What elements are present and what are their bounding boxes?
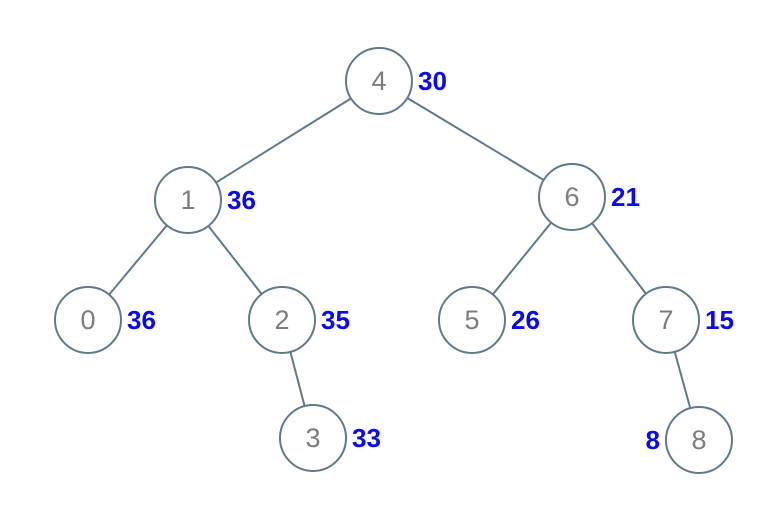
node-circle-4 [345, 47, 413, 115]
tree-node-0: 0 36 [54, 286, 156, 354]
node-id-text-2: 2 [274, 305, 289, 335]
node-circle-0 [54, 286, 122, 354]
node-id-text-6: 6 [564, 182, 579, 212]
node-value-label-4: 30 [418, 66, 447, 96]
tree-node-1: 1 36 [154, 166, 256, 234]
tree-node-4: 4 30 [345, 47, 447, 115]
node-id-text-7: 7 [658, 305, 673, 335]
tree-edge-4-1 [187, 80, 380, 201]
tree-node-2: 2 35 [248, 286, 350, 354]
node-id-text-1: 1 [180, 185, 195, 215]
node-value-label-6: 21 [611, 182, 640, 212]
node-id-text-5: 5 [464, 305, 479, 335]
tree-node-6: 6 21 [538, 163, 640, 231]
node-circle-6 [538, 163, 606, 231]
node-id-text-3: 3 [305, 423, 320, 453]
node-circle-8 [665, 406, 733, 474]
node-id-text-8: 8 [691, 425, 706, 455]
node-value-label-8: 8 [646, 425, 660, 455]
tree-edge-4-6 [378, 80, 573, 198]
node-value-label-1: 36 [227, 185, 256, 215]
tree-node-7: 7 15 [632, 286, 734, 354]
node-value-label-3: 33 [352, 423, 381, 453]
node-id-text-0: 0 [80, 305, 95, 335]
node-circle-7 [632, 286, 700, 354]
node-circle-1 [154, 166, 222, 234]
node-value-label-7: 15 [705, 305, 734, 335]
node-circle-2 [248, 286, 316, 354]
node-value-label-2: 35 [321, 305, 350, 335]
node-value-label-0: 36 [127, 305, 156, 335]
node-id-text-4: 4 [371, 66, 386, 96]
tree-node-5: 5 26 [438, 286, 540, 354]
node-circle-3 [279, 404, 347, 472]
node-value-label-5: 26 [511, 305, 540, 335]
tree-node-8: 88 [646, 406, 733, 474]
node-circle-5 [438, 286, 506, 354]
